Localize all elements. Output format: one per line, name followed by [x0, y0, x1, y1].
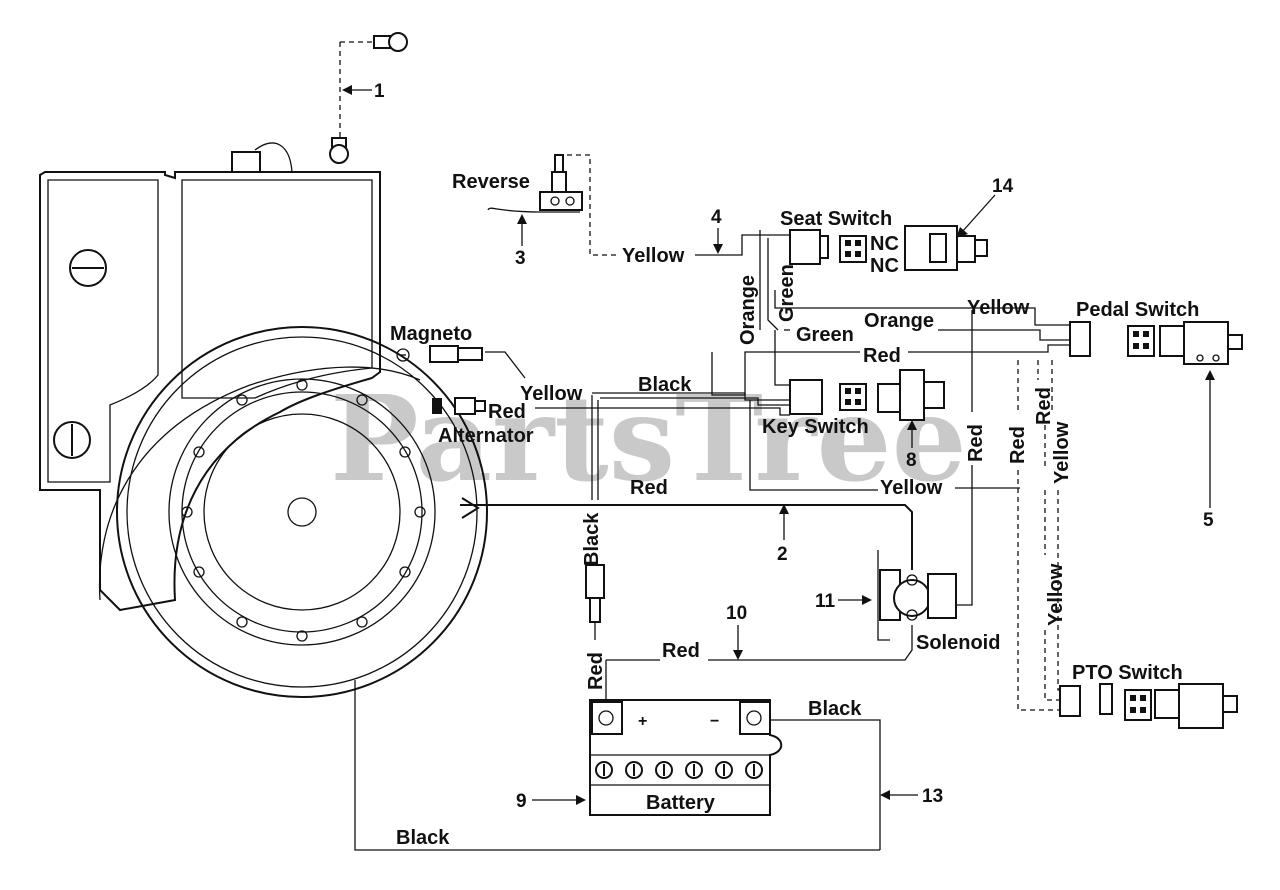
pto-switch — [1059, 683, 1238, 729]
callout-14: 14 — [992, 176, 1014, 197]
callout-13: 13 — [922, 786, 943, 807]
wire-yellow-right-1: Yellow — [1051, 421, 1073, 484]
callout-8: 8 — [906, 450, 917, 471]
solenoid-label: Solenoid — [916, 632, 1000, 654]
wire-yellow-right-2: Yellow — [1045, 563, 1067, 626]
key-switch-label: Key Switch — [762, 416, 869, 438]
inline-fuse — [585, 564, 605, 623]
battery: + − — [589, 699, 783, 816]
wire-yellow-main: Yellow — [880, 477, 943, 499]
pedal-switch-label: Pedal Switch — [1076, 299, 1199, 321]
wire-green-vertical: Green — [776, 264, 798, 322]
reverse-label: Reverse — [452, 171, 530, 193]
component-labels: Reverse Seat Switch NC NC Pedal Switch M… — [390, 171, 1199, 814]
wire-black-magneto: Black — [638, 374, 692, 396]
solenoid — [877, 550, 957, 641]
pto-switch-label: PTO Switch — [1072, 662, 1183, 684]
wire-yellow-pedal: Yellow — [967, 297, 1030, 319]
magneto-connector — [396, 345, 483, 363]
wire-color-labels: Yellow Green Orange Green Orange Yellow … — [396, 245, 1073, 849]
alternator-connector — [432, 397, 486, 415]
pedal-switch — [1069, 321, 1243, 365]
wire-yellow-magneto: Yellow — [520, 383, 583, 405]
callout-5: 5 — [1203, 510, 1214, 531]
callout-9: 9 — [516, 791, 527, 812]
wire-red-right-1: Red — [1007, 426, 1029, 464]
battery-negative-sign: − — [710, 713, 719, 730]
wire-black-ground: Black — [396, 827, 450, 849]
wiring-harness — [354, 154, 1070, 851]
seat-switch-label: Seat Switch — [780, 208, 892, 230]
callout-4: 4 — [711, 207, 722, 228]
wire-red-alternator: Red — [488, 401, 526, 423]
callout-2: 2 — [777, 544, 788, 565]
reverse-switch — [487, 154, 583, 213]
wire-red-top: Red — [863, 345, 901, 367]
callout-3: 3 — [515, 248, 526, 269]
engine — [39, 142, 488, 698]
callout-arrows — [342, 85, 1215, 805]
wire-red-battery-post: Red — [585, 652, 607, 690]
wire-black-vertical: Black — [581, 512, 603, 566]
ground-lead — [329, 32, 408, 164]
wire-green-horizontal: Green — [796, 324, 854, 346]
wire-red-battery: Red — [662, 640, 700, 662]
seat-switch — [789, 225, 988, 271]
nc-label-2: NC — [870, 255, 899, 277]
callout-numbers: 1 2 3 4 5 8 9 10 11 13 14 — [374, 81, 1214, 812]
callout-1: 1 — [374, 81, 385, 102]
wire-red-right-2: Red — [1033, 387, 1055, 425]
wire-yellow-reverse: Yellow — [622, 245, 685, 267]
wire-orange-vertical: Orange — [737, 275, 759, 345]
wire-orange-horizontal: Orange — [864, 310, 934, 332]
callout-11: 11 — [815, 591, 836, 612]
wire-red-solenoid: Red — [965, 424, 987, 462]
battery-label: Battery — [646, 792, 716, 814]
battery-positive-sign: + — [638, 713, 647, 730]
callout-10: 10 — [726, 603, 747, 624]
magneto-label: Magneto — [390, 323, 472, 345]
wire-black-battery: Black — [808, 698, 862, 720]
alternator-label: Alternator — [438, 425, 534, 447]
nc-label-1: NC — [870, 233, 899, 255]
wire-red-main: Red — [630, 477, 668, 499]
